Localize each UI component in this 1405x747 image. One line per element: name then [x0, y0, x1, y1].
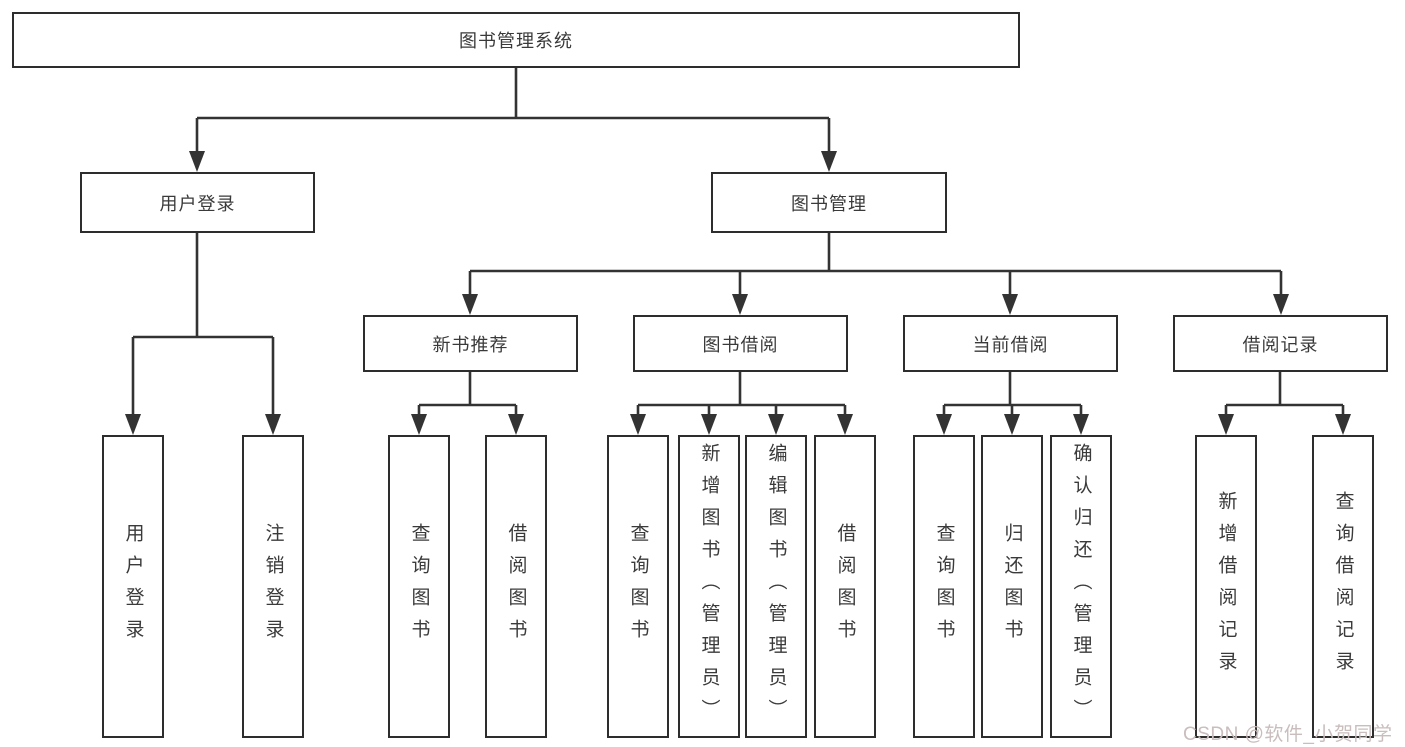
leaf-confirm-return-admin: 确认归还（管理员）	[1050, 435, 1112, 738]
arrowhead	[508, 414, 524, 435]
arrowhead	[837, 414, 853, 435]
node-label: 查询借阅记录	[1332, 490, 1354, 683]
arrowhead	[1002, 294, 1018, 315]
arrowhead	[936, 414, 952, 435]
node-library-system: 图书管理系统	[12, 12, 1020, 68]
node-book-borrow: 图书借阅	[633, 315, 848, 372]
node-label: 新书推荐	[432, 334, 509, 355]
node-label: 图书管理	[791, 193, 867, 214]
node-label: 确认归还（管理员）	[1070, 442, 1092, 731]
node-label: 新增借阅记录	[1215, 490, 1237, 683]
node-label: 借阅记录	[1242, 334, 1319, 355]
node-label: 借阅图书	[505, 522, 527, 651]
leaf-logout: 注销登录	[242, 435, 304, 738]
arrowhead	[125, 414, 141, 435]
node-label: 编辑图书（管理员）	[765, 442, 787, 731]
node-current-borrow: 当前借阅	[903, 315, 1118, 372]
arrowhead	[768, 414, 784, 435]
node-label: 用户登录	[122, 522, 144, 651]
arrowhead	[411, 414, 427, 435]
leaf-borrow-books-recommend: 借阅图书	[485, 435, 547, 738]
arrowhead	[462, 294, 478, 315]
node-user-login: 用户登录	[80, 172, 315, 233]
leaf-add-borrow-record: 新增借阅记录	[1195, 435, 1257, 738]
node-label: 当前借阅	[972, 334, 1049, 355]
node-borrow-records: 借阅记录	[1173, 315, 1388, 372]
node-label: 归还图书	[1001, 522, 1023, 651]
node-book-management: 图书管理	[711, 172, 947, 233]
arrowhead	[821, 151, 837, 172]
leaf-add-book-admin: 新增图书（管理员）	[678, 435, 740, 738]
leaf-borrow-books: 借阅图书	[814, 435, 876, 738]
leaf-return-book: 归还图书	[981, 435, 1043, 738]
watermark: CSDN @软件_小贺同学	[1183, 724, 1393, 745]
arrowhead	[630, 414, 646, 435]
arrowhead	[1073, 414, 1089, 435]
node-label: 图书借阅	[702, 334, 779, 355]
node-label: 借阅图书	[834, 522, 856, 651]
node-label: 查询图书	[933, 522, 955, 651]
arrowhead	[1335, 414, 1351, 435]
node-label: 用户登录	[159, 193, 236, 214]
leaf-query-books-current: 查询图书	[913, 435, 975, 738]
node-new-book-recommend: 新书推荐	[363, 315, 578, 372]
leaf-query-borrow-record: 查询借阅记录	[1312, 435, 1374, 738]
arrowhead	[1218, 414, 1234, 435]
leaf-query-books-borrow: 查询图书	[607, 435, 669, 738]
node-label: 查询图书	[408, 522, 430, 651]
node-label: 新增图书（管理员）	[698, 442, 720, 731]
arrowhead	[265, 414, 281, 435]
node-label: 图书管理系统	[459, 31, 573, 51]
leaf-edit-book-admin: 编辑图书（管理员）	[745, 435, 807, 738]
leaf-query-books-recommend: 查询图书	[388, 435, 450, 738]
leaf-user-login: 用户登录	[102, 435, 164, 738]
arrowhead	[1273, 294, 1289, 315]
arrowhead	[189, 151, 205, 172]
arrowhead	[732, 294, 748, 315]
node-label: 注销登录	[262, 522, 284, 651]
arrowhead	[701, 414, 717, 435]
arrowhead	[1004, 414, 1020, 435]
node-label: 查询图书	[627, 522, 649, 651]
